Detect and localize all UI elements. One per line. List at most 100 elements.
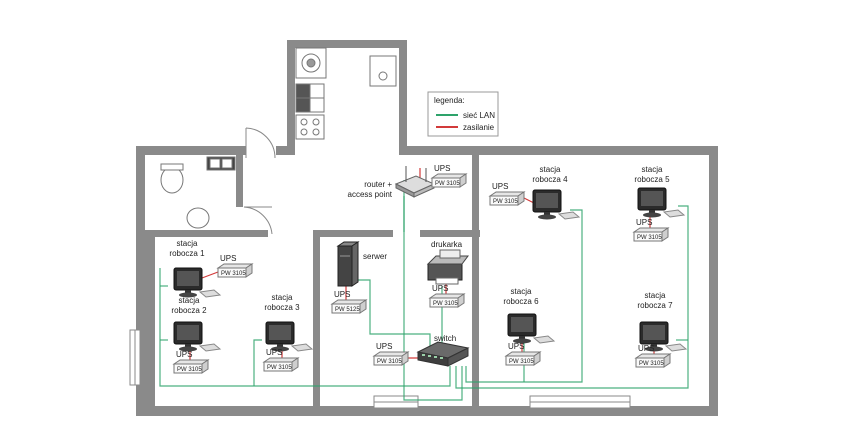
ups-icon [488, 191, 526, 206]
ups-unit: PW 3105 UPS [634, 344, 672, 368]
ups-label: UPS [220, 254, 236, 263]
lan-cable [356, 279, 431, 352]
ups-model-label: PW 3105 [433, 301, 458, 307]
ups-label: UPS [266, 348, 282, 357]
ups-label: UPS [434, 164, 450, 173]
workstation-label-line1: stacja [179, 296, 200, 305]
ups-icon [634, 353, 672, 368]
lan-cable [159, 268, 451, 387]
ups-unit: PW 3105 UPS [372, 342, 410, 366]
ups-icon [262, 357, 300, 372]
workstation-label-line2: robocza 1 [169, 249, 205, 258]
printer-label: drukarka [431, 240, 463, 249]
router-label-line1: router + [364, 180, 392, 189]
lan-cable [465, 209, 583, 383]
router: router + access point [348, 166, 436, 199]
monitor-icon [507, 313, 537, 344]
monitor-icon [639, 321, 669, 352]
workstation-label-line1: stacja [177, 239, 198, 248]
monitor-icon [173, 321, 203, 352]
ups-label: UPS [638, 344, 654, 353]
ups-label: UPS [176, 350, 192, 359]
workstation-label-line2: robocza 3 [264, 303, 300, 312]
workstation-label-line1: stacja [540, 165, 561, 174]
kitchen-fixtures [295, 47, 397, 140]
workstation-label-line1: stacja [642, 165, 663, 174]
server: serwer [336, 241, 387, 287]
keyboard-icon [664, 343, 688, 352]
ups-label: UPS [432, 284, 448, 293]
ups-label: UPS [636, 218, 652, 227]
printer: drukarka [426, 240, 469, 285]
ups-model-label: PW 3105 [221, 271, 246, 277]
ups-icon [504, 351, 542, 366]
workstation-label-line1: stacja [272, 293, 293, 302]
ups-model-label: PW 3105 [377, 359, 402, 365]
ups-unit: PW 5125 UPS [330, 290, 368, 314]
legend-power-label: zasilanie [463, 123, 495, 132]
ups-icon [428, 293, 466, 308]
monitor-icon [265, 321, 295, 352]
ups-model-label: PW 3105 [637, 235, 662, 241]
workstation-label-line2: robocza 4 [532, 175, 568, 184]
ups-unit: PW 3105 UPS [632, 218, 670, 242]
switch: switch [416, 334, 470, 367]
legend-title: legenda: [434, 96, 465, 105]
ups-model-label: PW 3105 [435, 181, 460, 187]
keyboard-icon [532, 335, 556, 344]
ups-model-label: PW 3105 [639, 361, 664, 367]
ups-unit: PW 3105 UPS [262, 348, 300, 372]
lan-cable [253, 339, 262, 386]
workstation-label-line2: robocza 6 [503, 297, 539, 306]
ups-unit: PW 3105 UPS [428, 284, 466, 308]
workstation-label-line1: stacja [645, 291, 666, 300]
ups-icon [372, 351, 410, 366]
lan-cable [455, 205, 689, 389]
keyboard-icon [662, 209, 686, 218]
printer-icon [426, 249, 469, 285]
ups-model-label: PW 5125 [335, 307, 360, 313]
ups-label: UPS [492, 182, 508, 191]
ups-model-label: PW 3105 [267, 365, 292, 371]
ups-unit: PW 3105 UPS [430, 164, 468, 188]
legend-lan-label: sieć LAN [463, 111, 495, 120]
workstation-label-line2: robocza 2 [171, 306, 207, 315]
ups-icon [330, 299, 368, 314]
workstation-label-line2: robocza 5 [634, 175, 670, 184]
ups-label: UPS [376, 342, 392, 351]
switch-label: switch [434, 334, 456, 343]
power-cable [201, 271, 219, 279]
monitor-icon [532, 189, 562, 220]
bathroom-fixtures [160, 156, 236, 229]
router-icon [394, 166, 436, 198]
router-label-line2: access point [348, 190, 393, 199]
keyboard-icon [198, 343, 222, 352]
ups-icon [216, 263, 254, 278]
keyboard-icon [198, 289, 222, 298]
lan-cable [403, 196, 463, 401]
ups-model-label: PW 3105 [177, 367, 202, 373]
workstation-label-line2: robocza 7 [637, 301, 673, 310]
server-label: serwer [363, 252, 387, 261]
ups-icon [172, 359, 210, 374]
switch-icon [416, 341, 470, 367]
monitor-icon [173, 267, 203, 298]
ups-label: UPS [334, 290, 350, 299]
ups-unit: PW 3105 UPS [216, 254, 254, 278]
door-arc [243, 127, 276, 235]
ups-unit: PW 3105 UPS [172, 350, 210, 374]
ups-icon [632, 227, 670, 242]
ups-icon [430, 173, 468, 188]
ups-label: UPS [508, 342, 524, 351]
